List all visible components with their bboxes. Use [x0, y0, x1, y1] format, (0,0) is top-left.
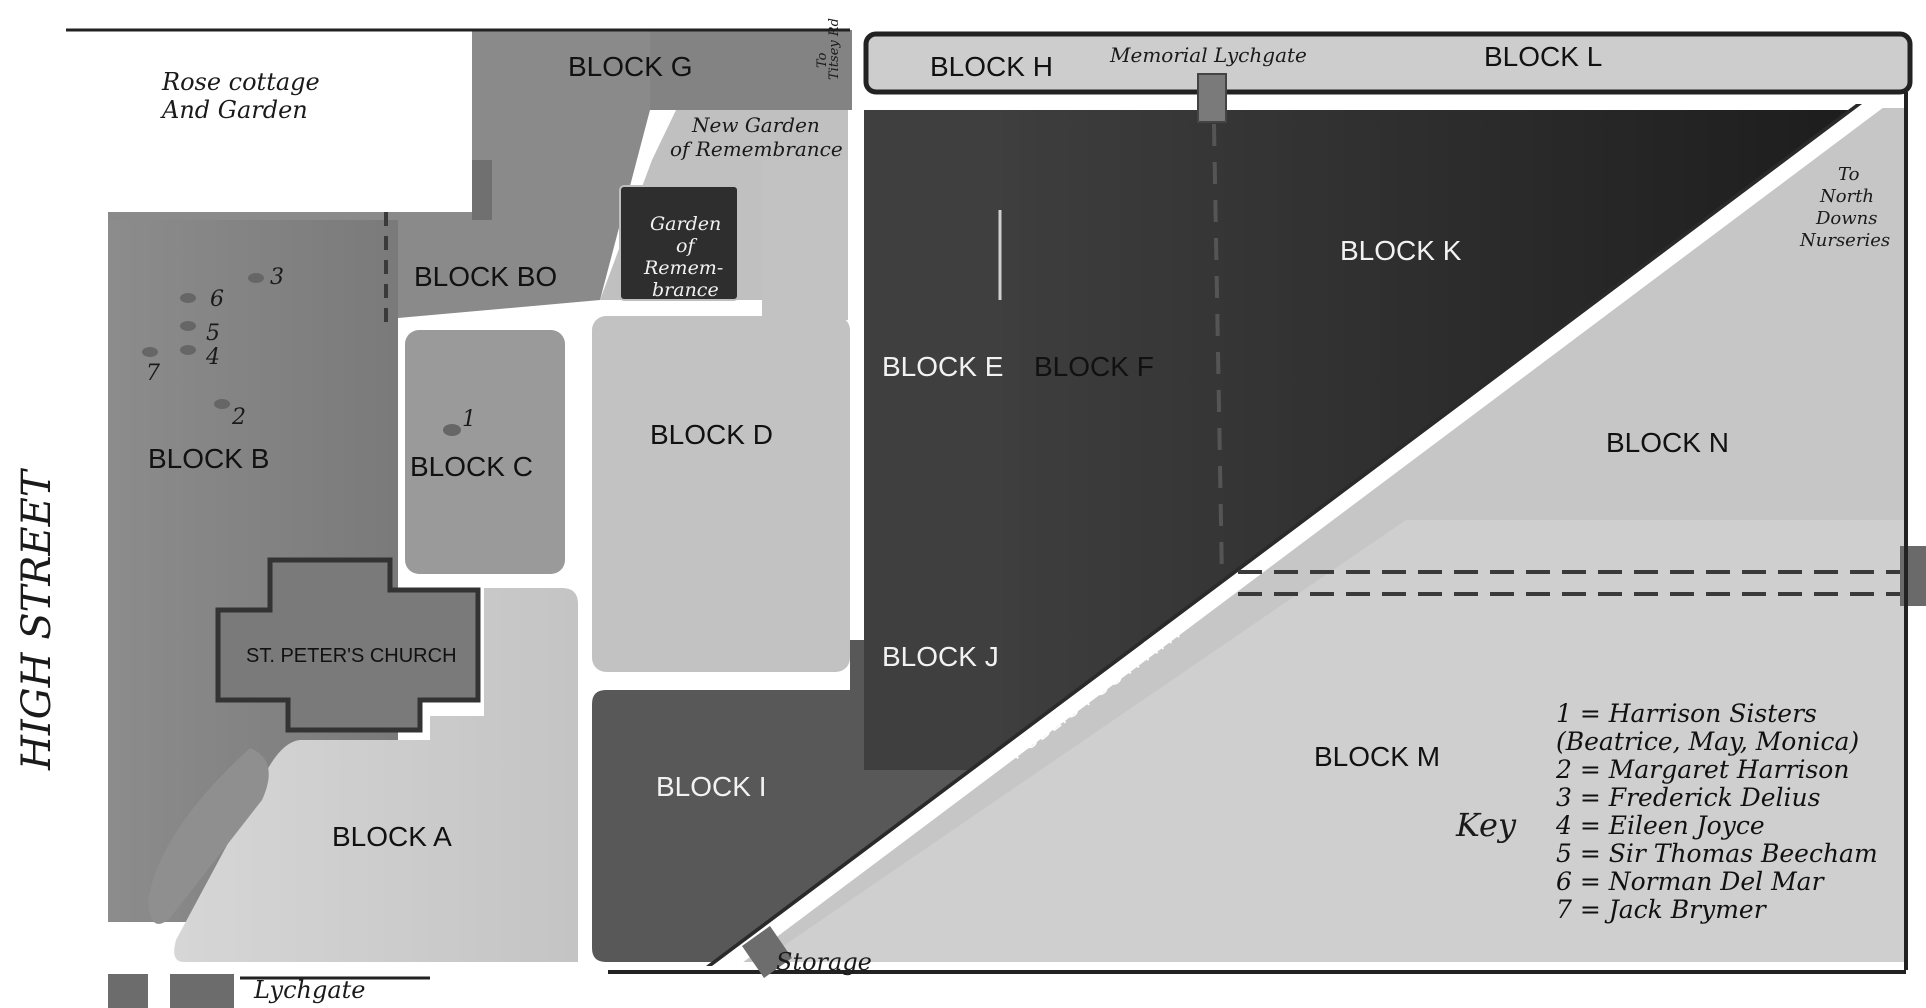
- grave-marker-4: [180, 345, 196, 355]
- grave-marker-6: [180, 293, 196, 303]
- public-footpath: [712, 104, 1888, 966]
- key-entry-1b: (Beatrice, May, Monica): [1556, 727, 1859, 756]
- storage-label: Storage: [776, 948, 872, 976]
- grave-number-5: 5: [206, 321, 220, 346]
- key-entry-2: 2 = Margaret Harrison: [1555, 755, 1849, 784]
- block-hl-strip: [863, 31, 1913, 95]
- block-label-h: BLOCK H: [930, 51, 1053, 82]
- grave-number-1: 1: [462, 407, 476, 432]
- entrance-island: [148, 748, 269, 924]
- garden-label-1: Garden: [650, 213, 721, 235]
- key-entry-4: 4 = Eileen Joyce: [1555, 811, 1765, 840]
- block-label-f: BLOCK F: [1034, 351, 1154, 382]
- lychgate-pillar-left: [108, 974, 148, 1008]
- grave-number-2: 2: [231, 405, 246, 430]
- block-label-k: BLOCK K: [1340, 235, 1462, 266]
- nurseries-label-4: Nurseries: [1799, 230, 1890, 251]
- block-m-area: [760, 520, 1906, 962]
- key-title: Key: [1455, 806, 1517, 844]
- titsey-road-label-2: Titsey Rd: [827, 18, 842, 80]
- key-entry-1: 1 = Harrison Sisters: [1556, 699, 1817, 728]
- garden-label-3: Remem-: [643, 257, 723, 279]
- nurseries-label-1: To: [1838, 164, 1860, 185]
- block-c-area: [405, 330, 565, 574]
- block-label-c: BLOCK C: [410, 451, 533, 482]
- garden-label-2: of: [676, 235, 697, 257]
- grave-marker-7: [142, 347, 158, 357]
- grave-number-4: 4: [205, 345, 220, 370]
- block-label-m: BLOCK M: [1314, 741, 1440, 772]
- grave-number-3: 3: [270, 265, 284, 290]
- block-label-n: BLOCK N: [1606, 427, 1729, 458]
- new-garden-label-1: New Garden: [691, 113, 820, 137]
- key-entry-6: 6 = Norman Del Mar: [1556, 867, 1826, 896]
- block-label-d: BLOCK D: [650, 419, 773, 450]
- church-label: ST. PETER'S CHURCH: [246, 645, 457, 667]
- block-label-l: BLOCK L: [1484, 41, 1602, 72]
- rose-cottage-label-1: Rose cottage: [161, 68, 320, 96]
- church-outline: [215, 557, 481, 733]
- grave-marker-3: [248, 273, 264, 283]
- storage-marker: [742, 926, 792, 978]
- block-label-g: BLOCK G: [568, 51, 692, 82]
- garden-label-4: brance: [652, 279, 719, 301]
- block-label-b: BLOCK B: [148, 443, 269, 474]
- rose-cottage-area: [66, 30, 472, 210]
- block-label-e: BLOCK E: [882, 351, 1003, 382]
- garden-of-remembrance-area: [619, 185, 739, 301]
- rose-cottage-label-2: And Garden: [160, 96, 308, 124]
- grave-marker-1: [443, 424, 461, 436]
- block-d-area: [592, 316, 850, 672]
- new-garden-label-2: of Remembrance: [670, 137, 843, 161]
- nurseries-label-2: North: [1819, 186, 1874, 207]
- street-label: HIGH STREET: [14, 467, 60, 771]
- block-label-i: BLOCK I: [656, 771, 766, 802]
- grave-marker-2: [214, 399, 230, 409]
- key-entry-7: 7 = Jack Brymer: [1556, 895, 1768, 924]
- block-bo-area: [398, 30, 650, 318]
- block-e-area: [864, 110, 1002, 770]
- block-label-a: BLOCK A: [332, 821, 452, 852]
- memorial-lychgate-marker: [1197, 73, 1227, 123]
- nurseries-label-3: Downs: [1815, 208, 1878, 229]
- block-a-area: [174, 588, 578, 962]
- lychgate-pillar-right: [170, 974, 234, 1008]
- east-gate-marker: [1900, 546, 1926, 606]
- key-entry-3: 3 = Frederick Delius: [1556, 783, 1820, 812]
- block-label-bo: BLOCK BO: [414, 261, 557, 292]
- grave-number-7: 7: [146, 361, 160, 386]
- grave-number-6: 6: [210, 287, 224, 312]
- block-label-j: BLOCK J: [882, 641, 999, 672]
- memorial-lychgate-label: Memorial Lychgate: [1109, 43, 1307, 67]
- key-entry-5: 5 = Sir Thomas Beecham: [1556, 839, 1878, 868]
- grave-marker-5: [180, 321, 196, 331]
- titsey-road-label-1: To: [815, 52, 830, 68]
- lychgate-label: Lychgate: [253, 976, 366, 1004]
- dashed-boundary-k: [1212, 123, 1224, 581]
